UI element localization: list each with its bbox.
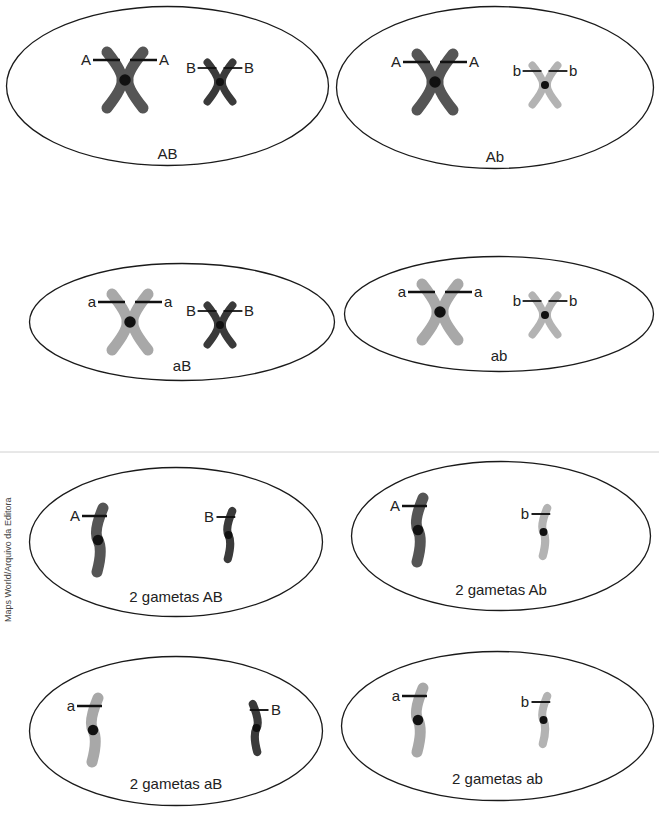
- cell-label: Ab: [486, 148, 504, 166]
- allele-label: a: [398, 283, 406, 301]
- cell-label: AB: [157, 145, 177, 163]
- cell-label: 2 gametas ab: [452, 770, 543, 788]
- cell-ellipse: 2 gametas Ab: [350, 460, 652, 612]
- allele-label: a: [392, 687, 400, 705]
- cell-label: ab: [491, 347, 508, 365]
- chromatid: [402, 498, 550, 562]
- allele-label: b: [569, 292, 577, 310]
- cell-outline: [335, 5, 655, 170]
- cell-ellipse: 2 gametas AB: [28, 466, 324, 618]
- cell-label: 2 gametas AB: [129, 588, 222, 606]
- separator-line: [0, 452, 659, 453]
- cell-label: 2 gametas Ab: [455, 581, 547, 599]
- duplicated-chromosome: [93, 52, 242, 108]
- cell-membrane: [342, 652, 654, 801]
- cell-ellipse: Ab: [335, 5, 655, 170]
- allele-label: A: [390, 497, 400, 515]
- cell-outline: [5, 5, 330, 167]
- allele-label: B: [244, 59, 254, 77]
- allele-label: B: [271, 701, 281, 719]
- cell-ellipse: AB: [5, 5, 330, 167]
- cell-membrane: [345, 257, 654, 372]
- cell-label: 2 gametas aB: [130, 775, 223, 793]
- allele-label: B: [186, 302, 196, 320]
- allele-label: B: [186, 59, 196, 77]
- duplicated-chromosome: [98, 294, 242, 350]
- cell-ellipse: 2 gametas ab: [340, 650, 655, 802]
- cell-membrane: [7, 7, 329, 166]
- allele-label: a: [67, 697, 75, 715]
- allele-label: b: [569, 62, 577, 80]
- allele-label: B: [204, 508, 214, 526]
- allele-label: b: [513, 292, 521, 310]
- allele-label: a: [474, 283, 482, 301]
- cell-membrane: [337, 7, 654, 169]
- chromatid: [402, 688, 550, 752]
- duplicated-chromosome: [403, 54, 567, 110]
- duplicated-chromosome: [408, 284, 567, 340]
- cell-membrane: [30, 468, 323, 617]
- allele-label: B: [244, 302, 254, 320]
- watermark: Maps World/Arquivo da Editora: [3, 498, 14, 622]
- allele-label: b: [521, 505, 529, 523]
- allele-label: A: [469, 53, 479, 71]
- allele-label: a: [88, 293, 96, 311]
- allele-label: b: [521, 693, 529, 711]
- cell-ellipse: ab: [343, 255, 655, 373]
- allele-label: a: [164, 293, 172, 311]
- chromatid: [77, 698, 269, 762]
- cell-ellipse: 2 gametas aB: [28, 655, 324, 807]
- allele-label: A: [159, 51, 169, 69]
- cell-ellipse: aB: [28, 262, 336, 382]
- cell-membrane: [352, 462, 651, 611]
- allele-label: A: [81, 51, 91, 69]
- cell-membrane: [30, 264, 335, 381]
- allele-label: A: [391, 53, 401, 71]
- allele-label: A: [70, 507, 80, 525]
- chromatid: [82, 508, 235, 572]
- allele-label: b: [513, 62, 521, 80]
- cell-label: aB: [173, 357, 191, 375]
- cell-membrane: [30, 657, 323, 806]
